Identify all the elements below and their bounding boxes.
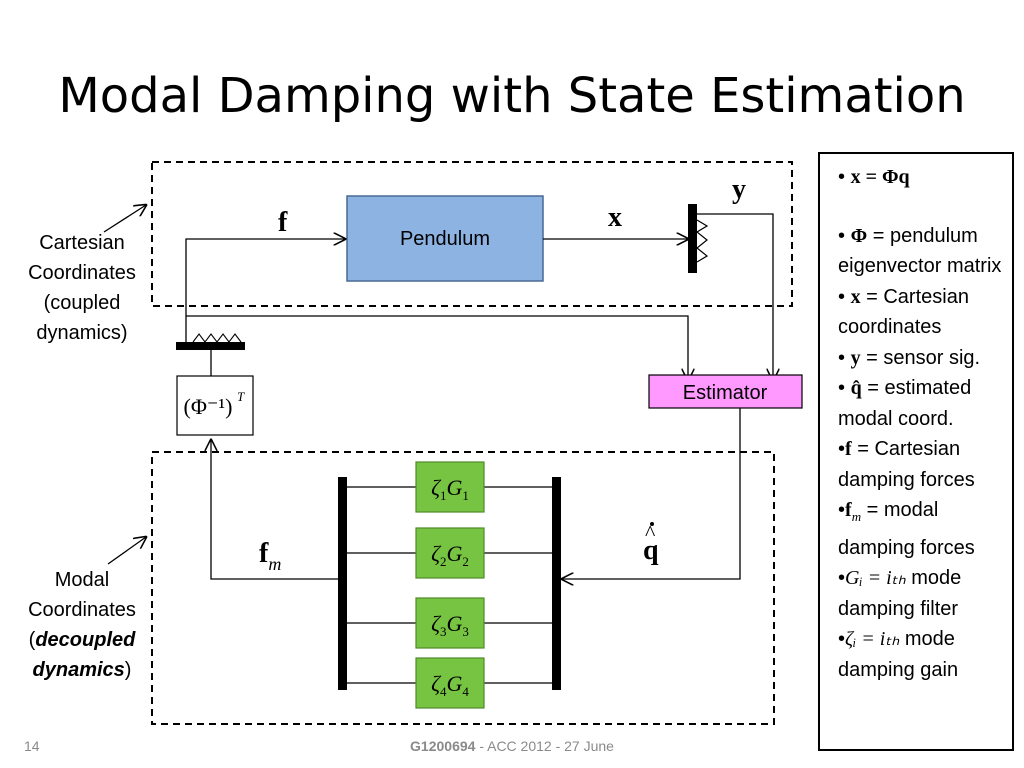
- transform-block: [176, 375, 254, 436]
- signal-x: x: [608, 202, 622, 233]
- legend-item-5: • q̂ = estimated modal coord.: [838, 377, 972, 430]
- estimator-block: [648, 374, 803, 409]
- legend-item-6: •f = Cartesian damping forces: [838, 438, 975, 491]
- filter-block-3: [415, 597, 485, 649]
- filter-block-1: [415, 461, 485, 513]
- legend-item-4: • y = sensor sig.: [838, 346, 981, 369]
- legend-item-8: •Gᵢ = iₜₕ mode damping filter: [838, 567, 962, 620]
- signal-y: y: [732, 174, 746, 205]
- legend-item-3: • x = Cartesian coordinates: [838, 285, 969, 339]
- cartesian-label: Cartesian Coordinates (coupled dynamics): [28, 232, 136, 344]
- modal-region: [151, 451, 775, 725]
- right-bus: [552, 477, 561, 690]
- footer: G1200694 - ACC 2012 - 27 June: [410, 738, 614, 754]
- filter-label-4: ζ4G4: [431, 671, 469, 699]
- cartesian-region: [151, 161, 793, 307]
- f-to-estimator-line: [186, 315, 688, 380]
- estimator-label: Estimator: [683, 382, 768, 404]
- legend-item-2: • Φ = pendulum eigenvector matrix: [838, 224, 1002, 278]
- legend-item-9: •ζᵢ = iₜₕ mode damping gain: [838, 628, 959, 681]
- legend-item-1: • x = Φq: [838, 166, 910, 188]
- qhat-hat: ^: [645, 520, 656, 545]
- qhat-signal-line: [562, 408, 741, 579]
- signal-fm: fm: [259, 538, 281, 574]
- legend-item-7: •fm = modal damping forces: [838, 499, 975, 559]
- filter-block-4: [415, 657, 485, 709]
- modal-label: Modal Coordinates (decoupled dynamics): [28, 569, 136, 681]
- transform-sup: T: [237, 389, 245, 404]
- legend-box: • x = Φq • Φ = pendulum eigenvector matr…: [818, 152, 1014, 751]
- pendulum-block: [346, 195, 544, 282]
- left-bus: [338, 477, 347, 690]
- cartesian-pointer: [103, 205, 146, 233]
- filter-block-2: [415, 527, 485, 579]
- page-number: 14: [24, 738, 40, 754]
- filter-label-2: ζ2G2: [431, 541, 469, 569]
- sensor-bar: [688, 204, 697, 273]
- actuator-triangles: [192, 333, 242, 343]
- signal-f: f: [278, 207, 288, 238]
- filter-label-1: ζ1G1: [431, 475, 469, 503]
- transform-label: (Φ⁻¹): [184, 394, 233, 419]
- slide-title: Modal Damping with State Estimation: [58, 68, 966, 124]
- qhat-dot: [650, 522, 654, 526]
- modal-pointer: [107, 537, 146, 565]
- pendulum-label: Pendulum: [400, 228, 490, 250]
- filter-bank: ζ1G1 ζ2G2 ζ3G3 ζ4G4: [347, 461, 552, 709]
- filter-label-3: ζ3G3: [431, 611, 469, 639]
- y-signal-line: [697, 213, 773, 380]
- signal-qhat: q: [643, 535, 659, 566]
- fm-signal-line: [211, 440, 342, 580]
- f-signal-line: [185, 239, 345, 345]
- sensor-triangles: [695, 219, 709, 263]
- actuator-bar: [176, 342, 245, 350]
